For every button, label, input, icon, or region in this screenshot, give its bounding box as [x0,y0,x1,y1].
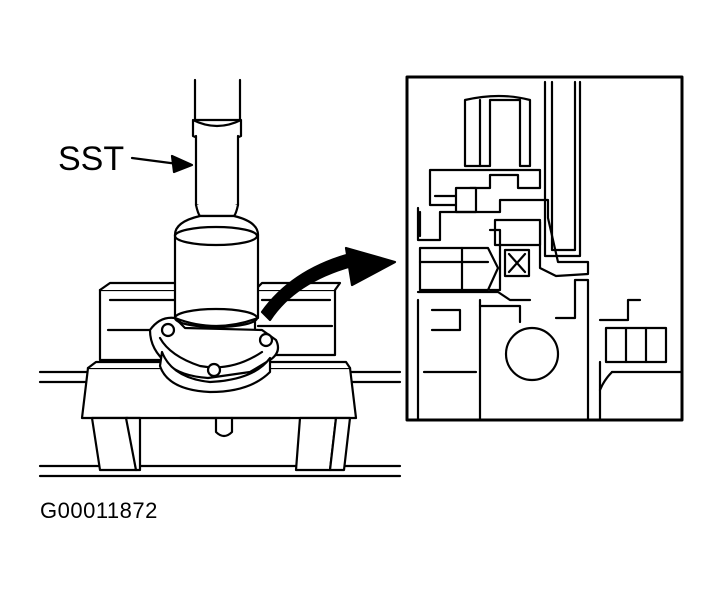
press-assembly [40,80,400,476]
support-frame [82,362,356,470]
flange-bolt [260,334,272,346]
ball-detail [506,328,558,380]
sst-press-tool [175,80,258,327]
detail-pointer-arrow [262,248,395,320]
flange-bolt [162,324,174,336]
flange-bolt [208,364,220,376]
figure-id: G00011872 [40,498,158,523]
hub-flange [150,318,278,392]
hex-nut [420,248,498,290]
detail-inset [407,77,682,420]
sst-callout-label: SST [58,140,125,178]
sst-callout-arrow [132,156,192,172]
